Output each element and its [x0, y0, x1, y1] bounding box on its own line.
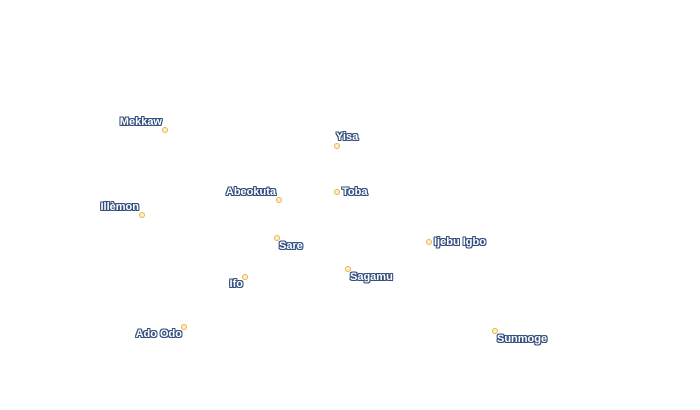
place-label: Ado Odo: [135, 328, 182, 340]
town-marker-icon: [345, 266, 351, 272]
place-label: Ifo: [229, 278, 243, 290]
place-label: Illèmon: [100, 201, 139, 213]
town-marker-icon: [181, 324, 187, 330]
place-label: Ijebu Igbo: [434, 236, 486, 248]
town-marker-icon: [334, 143, 340, 149]
place-label: Toba: [342, 186, 368, 198]
place-label: Sagamu: [350, 271, 393, 283]
town-marker-icon: [276, 197, 282, 203]
place-label: Sare: [279, 240, 303, 252]
town-marker-icon: [334, 189, 340, 195]
town-marker-icon: [274, 235, 280, 241]
town-marker-icon: [139, 212, 145, 218]
town-marker-icon: [242, 274, 248, 280]
town-marker-icon: [162, 127, 168, 133]
place-label: Abeokuta: [225, 186, 276, 198]
town-marker-icon: [426, 239, 432, 245]
place-label: Yisa: [336, 131, 359, 143]
town-marker-icon: [492, 328, 498, 334]
place-label: Sunmoge: [497, 333, 548, 345]
place-label: Mekkaw: [119, 116, 162, 128]
